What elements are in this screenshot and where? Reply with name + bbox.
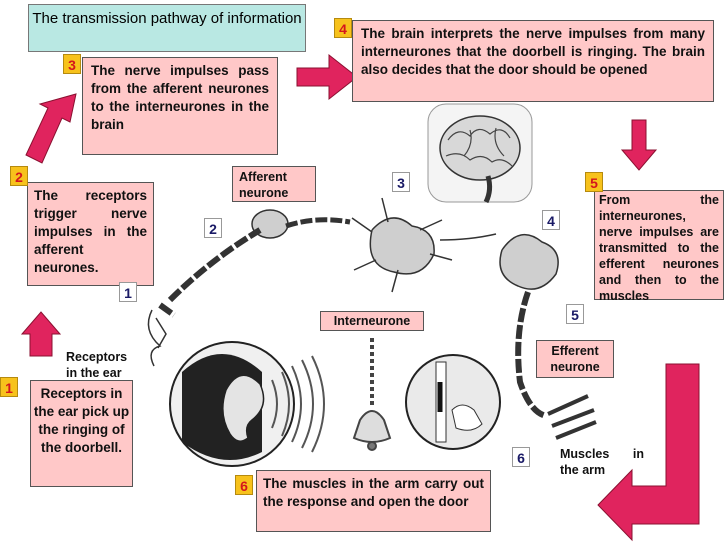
arrow-down-5: [620, 119, 658, 171]
diagram-marker-3: 3: [392, 172, 410, 192]
arrow-diag-2: [25, 93, 77, 164]
diagram-marker-5: 5: [566, 304, 584, 324]
diagram-marker-6: 6: [512, 447, 530, 467]
step-4-text: The brain interprets the nerve impulses …: [352, 20, 714, 102]
diagram-marker-1: 1: [119, 282, 137, 302]
step-6-text: The muscles in the arm carry out the res…: [256, 470, 491, 532]
efferent-neurone-label: Efferent neurone: [536, 340, 614, 378]
step-5-text: From the interneurones, nerve impulses a…: [594, 190, 724, 303]
afferent-neurone-drawing: [147, 209, 351, 367]
interneurone-label: Interneurone: [320, 311, 424, 331]
step-2-text: The receptors trigger nerve impulses in …: [27, 182, 154, 286]
step-1-text: Receptors in the ear pick up the ringing…: [30, 380, 133, 487]
step-2-badge: 2: [10, 166, 28, 186]
arrow-up-1: [20, 311, 62, 357]
diagram-marker-2: 2: [204, 218, 222, 238]
diagram-marker-4: 4: [542, 210, 560, 230]
brain-icon: [439, 115, 521, 181]
step-3-badge: 3: [63, 54, 81, 74]
arrow-right-4: [296, 53, 358, 101]
arrow-bent-6: [597, 363, 700, 542]
ear-icon: [222, 374, 265, 442]
efferent-neurone-drawing: [499, 233, 597, 440]
step-3-text: The nerve impulses pass from the afferen…: [82, 57, 278, 155]
step-1-badge: 1: [0, 377, 18, 397]
step-6-badge: 6: [235, 475, 253, 495]
step-5-badge: 5: [585, 172, 603, 192]
interneurone-drawing: [351, 197, 497, 293]
step-4-badge: 4: [334, 18, 352, 38]
receptors-label: Receptors in the ear: [66, 350, 128, 380]
page-title: The transmission pathway of information: [28, 4, 306, 52]
doorbell-icon: [352, 338, 392, 451]
muscles-label: Muscles in the arm: [560, 447, 644, 477]
door-hand-image: [405, 354, 501, 450]
afferent-neurone-label: Afferent neurone: [232, 166, 316, 202]
